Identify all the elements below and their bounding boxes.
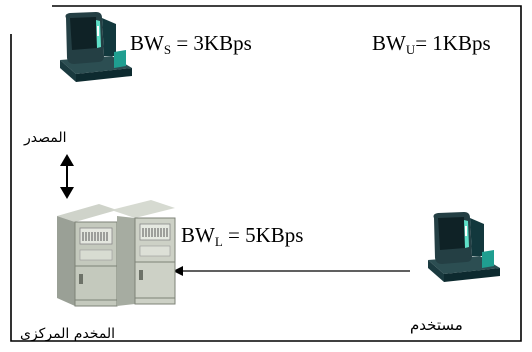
bw-source-value: = 3KBps bbox=[171, 31, 252, 55]
source-label: المصدر bbox=[24, 130, 67, 146]
arrowhead-left bbox=[173, 266, 183, 276]
bw-source-prefix: BW bbox=[130, 31, 164, 55]
bw-link-value: = 5KBps bbox=[222, 223, 304, 247]
central-server-icon bbox=[57, 200, 176, 307]
user-bandwidth-label: BWU= 1KBps bbox=[372, 31, 491, 57]
bw-user-value: = 1KBps bbox=[415, 31, 491, 55]
link-bandwidth-label: BWL = 5KBps bbox=[181, 223, 304, 249]
bw-user-prefix: BW bbox=[372, 31, 406, 55]
bw-source-sub: S bbox=[163, 42, 172, 57]
source-bandwidth-label: BWS = 3KBps bbox=[130, 31, 252, 57]
user-computer-icon bbox=[428, 212, 500, 282]
central-server-label: المخدم المركزي bbox=[20, 326, 116, 342]
bw-user-sub: U bbox=[405, 42, 416, 57]
frame-line bbox=[10, 5, 522, 342]
arrowhead-down bbox=[60, 187, 74, 199]
user-label: مستخدم bbox=[410, 316, 463, 334]
bw-link-sub: L bbox=[214, 234, 223, 249]
arrowhead-up bbox=[60, 154, 74, 166]
source-computer-icon bbox=[60, 12, 132, 82]
bw-link-prefix: BW bbox=[181, 223, 215, 247]
